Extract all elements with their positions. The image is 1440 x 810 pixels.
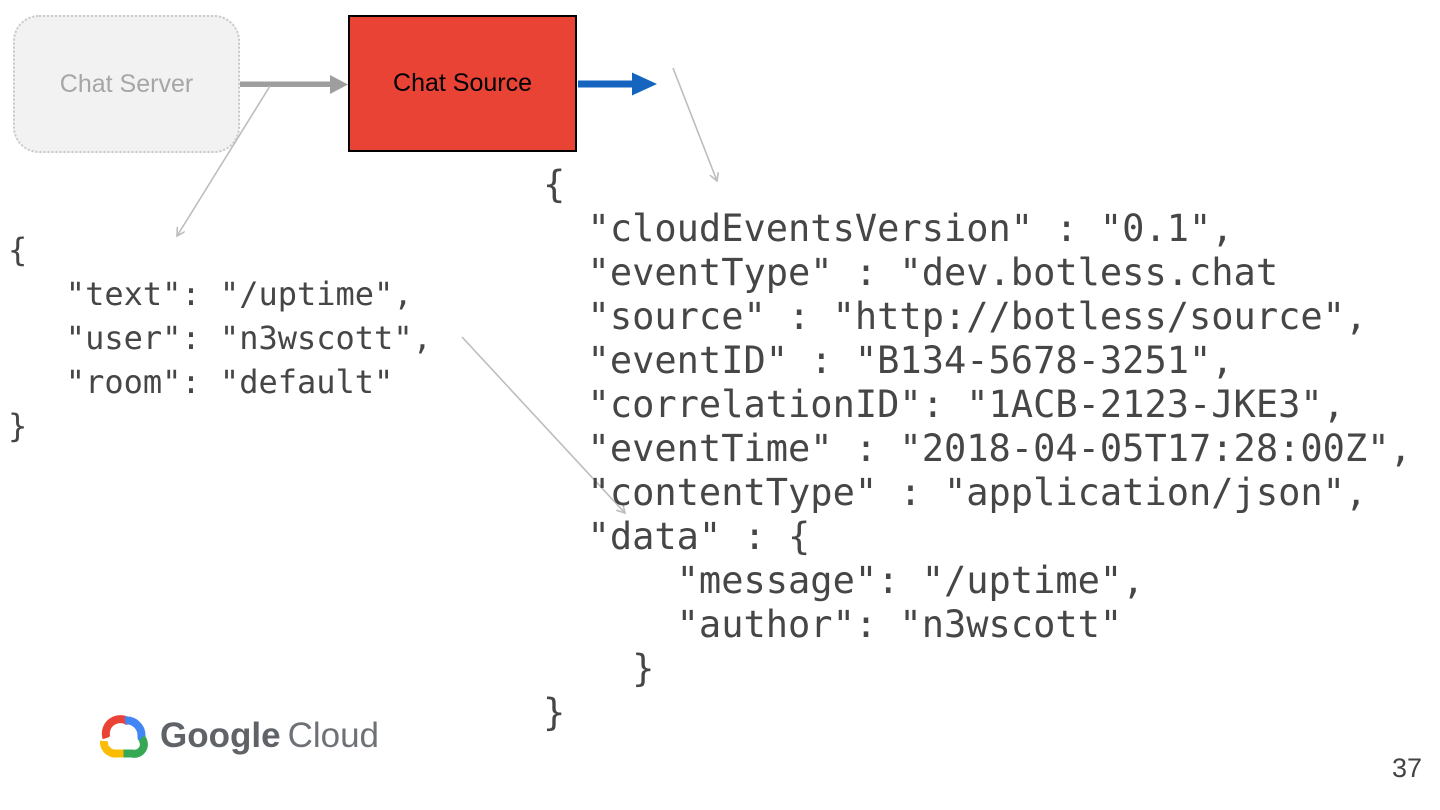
page-number: 37 bbox=[1391, 753, 1422, 783]
chat-message-json: { "text": "/uptime", "user": "n3wscott",… bbox=[8, 231, 432, 445]
cloud-event-json: { "cloudEventsVersion" : "0.1", "eventTy… bbox=[543, 163, 1412, 734]
logo-word-cloud: Cloud bbox=[287, 716, 380, 755]
server-to-source-arrow bbox=[240, 75, 348, 94]
chat-source-label: Chat Source bbox=[393, 69, 532, 97]
logo-word-google: Google bbox=[160, 716, 281, 755]
chat-server-box: Chat Server bbox=[13, 15, 240, 153]
google-cloud-logo-icon bbox=[99, 715, 148, 758]
chat-source-box: Chat Source bbox=[348, 15, 577, 152]
chat-server-label: Chat Server bbox=[59, 69, 194, 98]
source-to-event-arrow bbox=[578, 72, 657, 96]
